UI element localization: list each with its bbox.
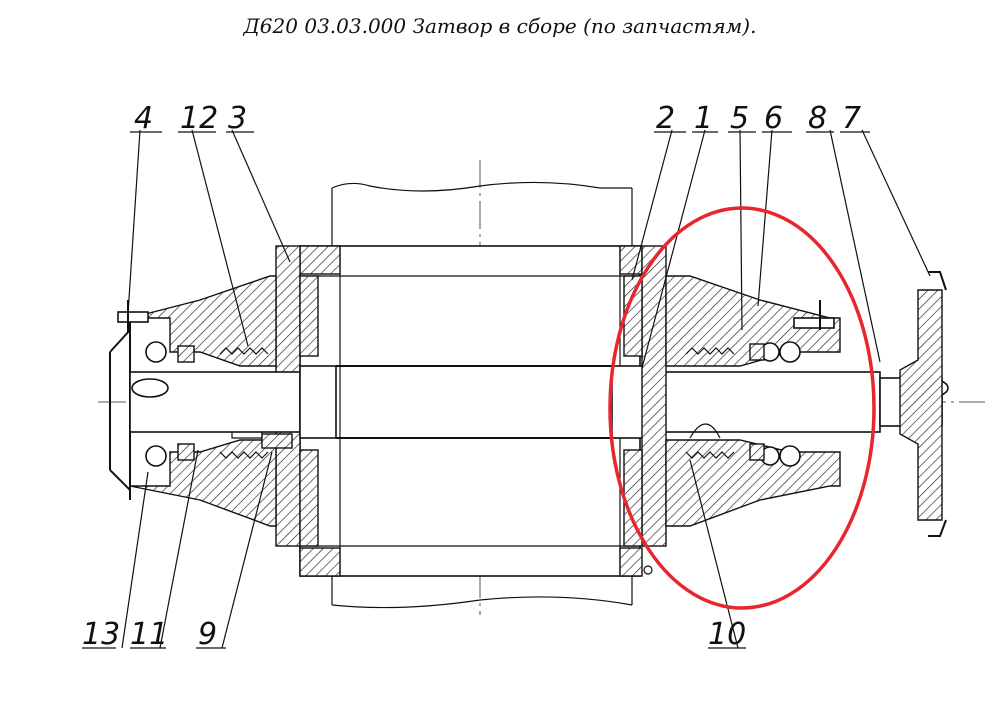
label-2: 2 <box>656 101 675 136</box>
leader-lines <box>82 129 931 649</box>
label-6: 6 <box>764 101 783 136</box>
label-13: 13 <box>82 617 120 652</box>
leader-8 <box>829 129 881 363</box>
label-3: 3 <box>228 101 247 136</box>
label-12: 12 <box>180 101 218 136</box>
leader-6 <box>757 129 773 307</box>
label-10: 10 <box>708 617 746 652</box>
label-4: 4 <box>134 101 153 136</box>
leader-13 <box>121 471 149 649</box>
leader-10 <box>689 459 739 649</box>
right-flange-assembly <box>623 245 947 547</box>
leader-12 <box>191 129 249 347</box>
leader-7 <box>861 129 931 277</box>
leader-3 <box>231 129 291 263</box>
leader-2 <box>631 129 673 281</box>
leader-1 <box>641 129 706 369</box>
drawing-title: Д620 03.03.000 Затвор в сборе (по запчас… <box>243 14 757 38</box>
highlight-ellipse <box>608 206 876 610</box>
part-labels: 4 12 3 2 1 5 6 8 7 13 11 9 10 <box>82 101 861 652</box>
label-1: 1 <box>694 101 713 136</box>
label-11: 11 <box>130 617 168 652</box>
label-9: 9 <box>198 617 217 652</box>
label-7: 7 <box>842 101 861 136</box>
leader-4 <box>127 129 141 315</box>
drum-body <box>299 181 653 609</box>
leader-9 <box>221 451 273 649</box>
label-8: 8 <box>808 101 827 136</box>
label-5: 5 <box>730 101 749 136</box>
leader-11 <box>159 449 199 649</box>
leader-5 <box>739 129 743 331</box>
